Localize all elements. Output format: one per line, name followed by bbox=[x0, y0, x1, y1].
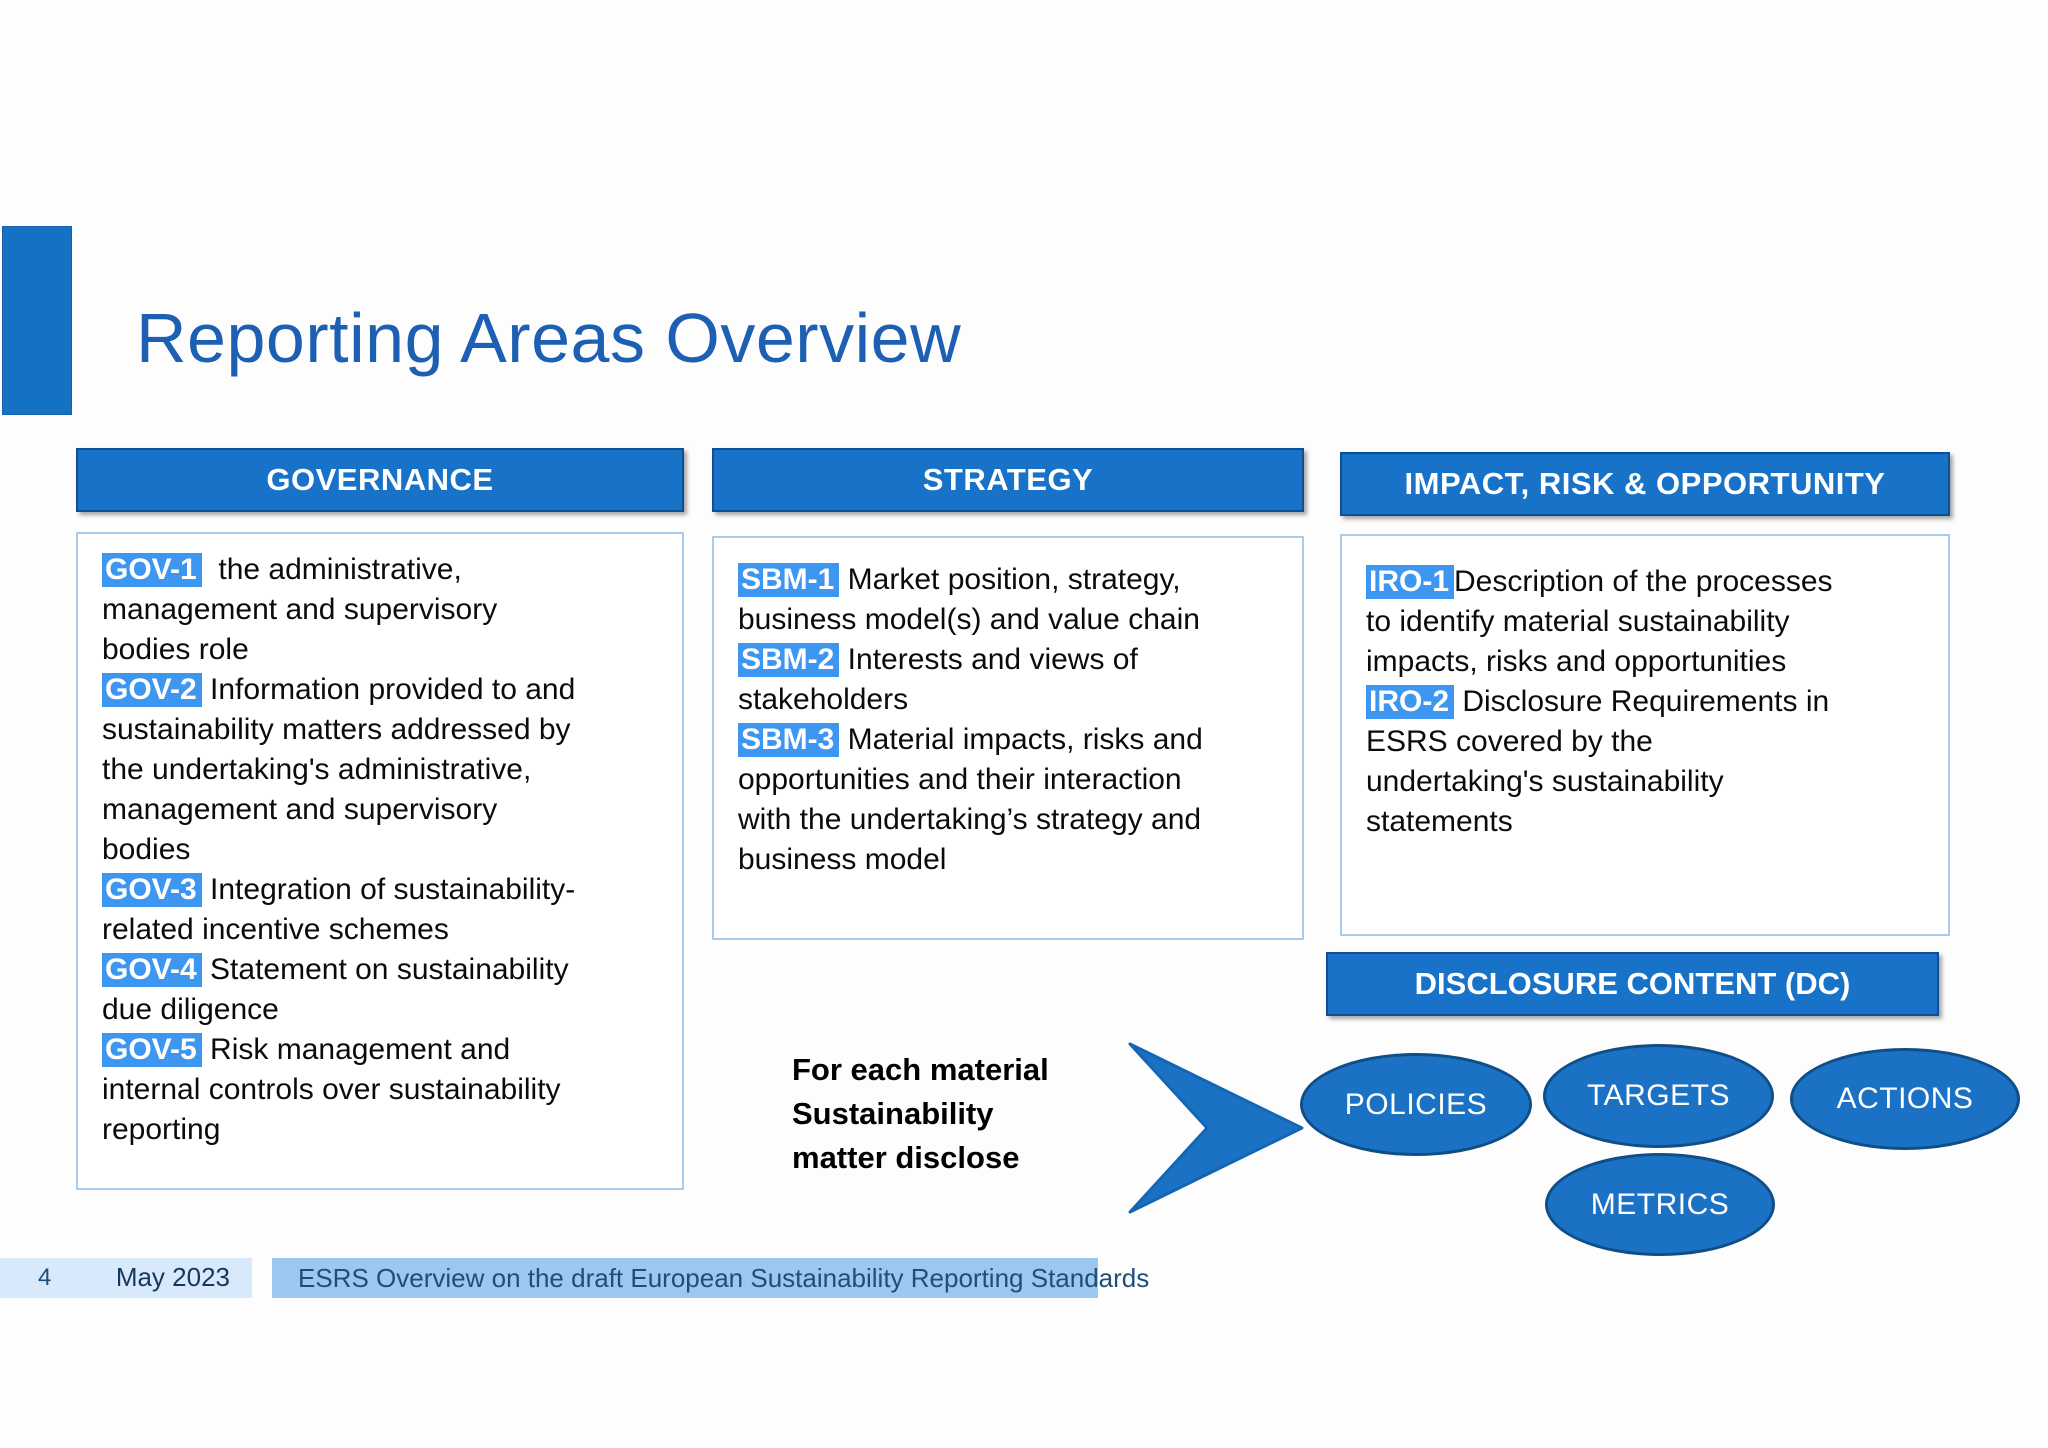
gov-1-text: the administrative, management and super… bbox=[102, 553, 498, 666]
footer-title-bar: ESRS Overview on the draft European Sust… bbox=[272, 1258, 1149, 1298]
actions-bubble: ACTIONS bbox=[1790, 1048, 2020, 1150]
strategy-box: SBM-1 Market position, strategy, busines… bbox=[712, 536, 1304, 940]
impact-risk-opportunity-header: IMPACT, RISK & OPPORTUNITY bbox=[1340, 452, 1950, 516]
policies-bubble: POLICIES bbox=[1300, 1053, 1532, 1156]
gov-2-tag: GOV-2 bbox=[102, 673, 202, 707]
title-accent-bar bbox=[2, 226, 72, 415]
entry-sbm-2: SBM-2 Interests and views of stakeholder… bbox=[738, 640, 1278, 720]
page-number: 4 bbox=[38, 1264, 52, 1291]
gov-5-tag: GOV-5 bbox=[102, 1033, 202, 1067]
entry-gov-3: GOV-3 Integration of sustainability- rel… bbox=[102, 870, 658, 950]
governance-box: GOV-1 the administrative, management and… bbox=[76, 532, 684, 1190]
entry-gov-4: GOV-4 Statement on sustainability due di… bbox=[102, 950, 658, 1030]
lead-text: For each material Sustainability matter … bbox=[792, 1052, 1049, 1175]
sbm-3-tag: SBM-3 bbox=[738, 723, 840, 757]
gov-3-text: Integration of sustainability- related i… bbox=[102, 873, 576, 946]
iro-2-tag: IRO-2 bbox=[1366, 685, 1455, 719]
gov-4-tag: GOV-4 bbox=[102, 953, 202, 987]
entry-gov-1: GOV-1 the administrative, management and… bbox=[102, 550, 658, 670]
entry-sbm-1: SBM-1 Market position, strategy, busines… bbox=[738, 560, 1278, 640]
disclosure-content-header: DISCLOSURE CONTENT (DC) bbox=[1326, 952, 1939, 1016]
entry-sbm-3: SBM-3 Material impacts, risks and opport… bbox=[738, 720, 1278, 880]
sbm-2-tag: SBM-2 bbox=[738, 643, 840, 677]
iro-1-tag: IRO-1 bbox=[1366, 565, 1455, 599]
chevron-right-arrow-icon bbox=[1128, 1042, 1304, 1214]
governance-header: GOVERNANCE bbox=[76, 448, 684, 512]
gov-5-text: Risk management and internal controls ov… bbox=[102, 1033, 561, 1146]
footer-date: May 2023 bbox=[115, 1262, 230, 1292]
metrics-bubble: METRICS bbox=[1545, 1153, 1775, 1256]
gov-3-tag: GOV-3 bbox=[102, 873, 202, 907]
footer-title: ESRS Overview on the draft European Sust… bbox=[298, 1262, 1150, 1293]
sbm-3-text: Material impacts, risks and opportunitie… bbox=[738, 723, 1203, 876]
sbm-1-tag: SBM-1 bbox=[738, 563, 840, 597]
page-title: Reporting Areas Overview bbox=[136, 299, 962, 377]
iro-1-text: Description of the processes to identify… bbox=[1366, 565, 1833, 678]
entry-gov-2: GOV-2 Information provided to and sustai… bbox=[102, 670, 658, 870]
footer-left-section: 4 May 2023 bbox=[0, 1258, 252, 1298]
gov-1-tag: GOV-1 bbox=[102, 553, 202, 587]
gov-4-text: Statement on sustainability due diligenc… bbox=[102, 953, 569, 1026]
sbm-2-text: Interests and views of stakeholders bbox=[738, 643, 1138, 716]
entry-iro-2: IRO-2 Disclosure Requirements in ESRS co… bbox=[1366, 682, 1924, 842]
sbm-1-text: Market position, strategy, business mode… bbox=[738, 563, 1200, 636]
iro-2-text: Disclosure Requirements in ESRS covered … bbox=[1366, 685, 1830, 838]
entry-gov-5: GOV-5 Risk management and internal contr… bbox=[102, 1030, 658, 1150]
targets-bubble: TARGETS bbox=[1543, 1044, 1774, 1148]
strategy-header: STRATEGY bbox=[712, 448, 1304, 512]
gov-2-text: Information provided to and sustainabili… bbox=[102, 673, 576, 866]
